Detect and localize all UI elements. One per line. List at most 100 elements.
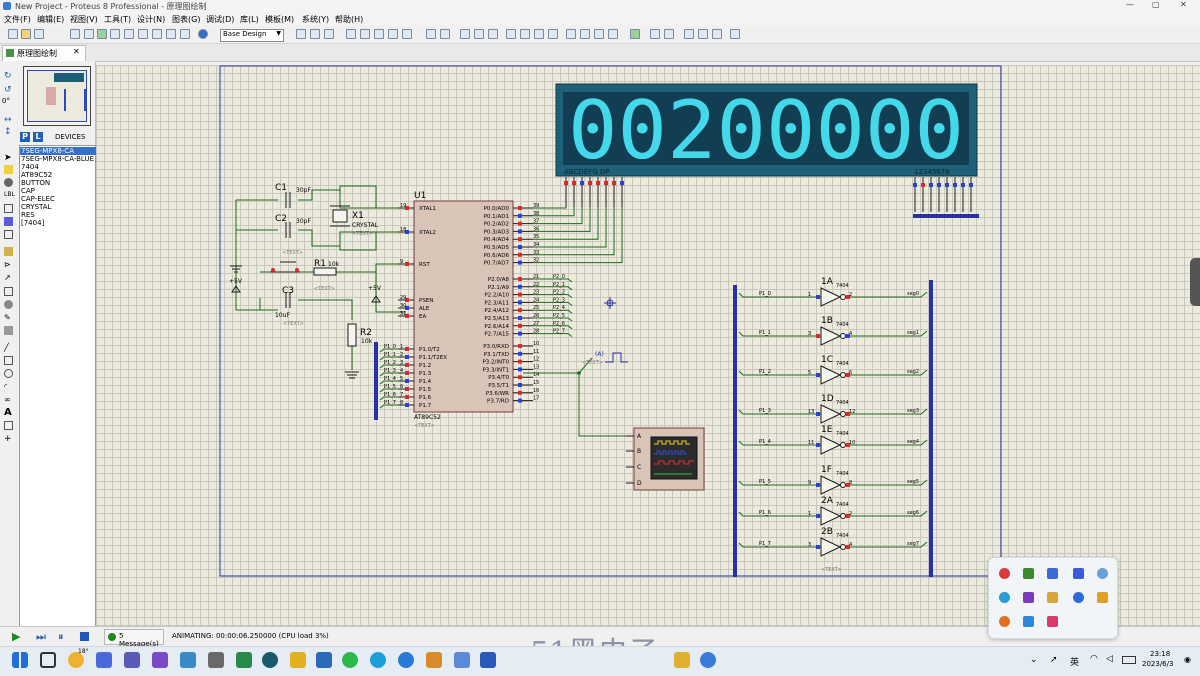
- inverter-gate[interactable]: [820, 287, 842, 307]
- bom-icon[interactable]: [124, 29, 134, 39]
- device-item[interactable]: 7404: [21, 163, 39, 171]
- capacitor-c2[interactable]: [285, 222, 291, 238]
- device-item[interactable]: 7SEG-MPX8-CA-BLUE: [21, 155, 95, 163]
- inverter-gate[interactable]: [820, 326, 842, 346]
- tape-icon[interactable]: [4, 287, 13, 296]
- sheet-icon[interactable]: [684, 29, 694, 39]
- overview-window[interactable]: [23, 66, 91, 126]
- device-item[interactable]: AT89C52: [21, 171, 53, 179]
- line-icon[interactable]: ╱: [4, 343, 9, 352]
- bus-icon[interactable]: [698, 29, 708, 39]
- menu-file[interactable]: 文件(F): [4, 15, 31, 24]
- device-item[interactable]: [7404]: [21, 219, 45, 227]
- tab-l[interactable]: L: [33, 132, 43, 142]
- property-icon[interactable]: [664, 29, 674, 39]
- zoom-all-icon[interactable]: [388, 29, 398, 39]
- app-tray-icon[interactable]: [1047, 616, 1058, 627]
- taskbar-app-10[interactable]: [398, 652, 414, 668]
- block-delete-icon[interactable]: [548, 29, 558, 39]
- junction-mode-icon[interactable]: [4, 178, 13, 187]
- taskbar-app-3[interactable]: [152, 652, 168, 668]
- copy-icon[interactable]: [474, 29, 484, 39]
- menu-graph[interactable]: 图表(G): [172, 15, 201, 24]
- menu-template[interactable]: 模板(M): [265, 15, 295, 24]
- device-item[interactable]: CAP: [21, 187, 35, 195]
- message-counter[interactable]: 5 Message(s): [104, 629, 164, 648]
- pause-icon[interactable]: ⏸: [58, 630, 64, 643]
- battery-icon[interactable]: [1122, 656, 1136, 664]
- tab-schematic[interactable]: 原理图绘制 ✕: [2, 45, 86, 61]
- play-icon[interactable]: ▶: [12, 630, 21, 643]
- clock-date[interactable]: 2023/6/3: [1142, 660, 1174, 668]
- file-explorer-icon[interactable]: [674, 652, 690, 668]
- taskbar-app-8[interactable]: [290, 652, 306, 668]
- box-icon[interactable]: [4, 356, 13, 365]
- menu-tools[interactable]: 工具(T): [104, 15, 132, 24]
- crystal-x1[interactable]: [330, 205, 350, 227]
- cut-icon[interactable]: [460, 29, 470, 39]
- tab-close-icon[interactable]: ✕: [73, 47, 80, 56]
- scroll-handle[interactable]: [1190, 258, 1200, 306]
- taskbar-app-2[interactable]: [124, 652, 140, 668]
- gerber-icon[interactable]: [138, 29, 148, 39]
- rotate-ccw-icon[interactable]: ↺: [4, 85, 12, 95]
- taskbar-app-11[interactable]: [426, 652, 442, 668]
- mirror-v-icon[interactable]: ↕: [4, 127, 12, 137]
- taskbar-app-7[interactable]: [262, 652, 278, 668]
- taskbar-app-9[interactable]: [316, 652, 332, 668]
- step-icon[interactable]: ⏭: [36, 630, 46, 643]
- microcontroller-u1[interactable]: [413, 200, 514, 413]
- report-icon[interactable]: [180, 29, 190, 39]
- text-icon[interactable]: A: [4, 407, 12, 418]
- proteus-taskbar-icon[interactable]: [700, 652, 716, 668]
- device-item[interactable]: 7SEG-MPX8-CA: [20, 147, 96, 155]
- close-icon[interactable]: ✕: [1180, 0, 1187, 9]
- search-icon[interactable]: [650, 29, 660, 39]
- symbol-icon[interactable]: [4, 421, 13, 430]
- instrument-icon[interactable]: [4, 326, 13, 335]
- packaging-icon[interactable]: [594, 29, 604, 39]
- start-icon[interactable]: [12, 652, 28, 668]
- device-item[interactable]: CAP-ELEC: [21, 195, 55, 203]
- menu-help[interactable]: 帮助(H): [335, 15, 364, 24]
- wechat-icon[interactable]: [342, 652, 358, 668]
- paste-icon[interactable]: [488, 29, 498, 39]
- network-tray-icon[interactable]: [1097, 568, 1108, 579]
- notes-icon[interactable]: [152, 29, 162, 39]
- taskbar-app-1[interactable]: [96, 652, 112, 668]
- oscilloscope[interactable]: [633, 427, 705, 491]
- subcircuit-icon[interactable]: [4, 230, 13, 239]
- pin-icon[interactable]: ⊳: [4, 260, 11, 269]
- ime-indicator[interactable]: 英: [1070, 658, 1080, 668]
- task-view-icon[interactable]: [40, 652, 56, 668]
- taskbar-app-13[interactable]: [480, 652, 496, 668]
- weather-icon[interactable]: [68, 652, 84, 668]
- resistor-r2[interactable]: [347, 323, 357, 347]
- alert-tray-icon[interactable]: [1097, 592, 1108, 603]
- terminal-icon[interactable]: [4, 247, 13, 256]
- circle-icon[interactable]: [4, 369, 13, 378]
- onenote-tray-icon[interactable]: [1023, 592, 1034, 603]
- maximize-icon[interactable]: ▢: [1152, 0, 1160, 9]
- zoom-out-icon[interactable]: [374, 29, 384, 39]
- redo-icon[interactable]: [440, 29, 450, 39]
- wire-autorouter-icon[interactable]: [630, 29, 640, 39]
- refresh-icon[interactable]: [296, 29, 306, 39]
- schematic-icon[interactable]: [84, 29, 94, 39]
- pan-icon[interactable]: [346, 29, 356, 39]
- stop-icon[interactable]: [80, 632, 89, 641]
- path-icon[interactable]: ∞: [4, 395, 11, 404]
- capacitor-c3[interactable]: [285, 292, 291, 308]
- taskbar-app-5[interactable]: [208, 652, 224, 668]
- generator-icon[interactable]: [4, 300, 13, 309]
- pen-icon[interactable]: ➚: [1050, 655, 1058, 665]
- decompose-icon[interactable]: [608, 29, 618, 39]
- taskbar-app-12[interactable]: [454, 652, 470, 668]
- search-tray-icon[interactable]: [999, 616, 1010, 627]
- menu-view[interactable]: 视图(V): [70, 15, 98, 24]
- inverter-gate[interactable]: [820, 435, 842, 455]
- make-device-icon[interactable]: [580, 29, 590, 39]
- help-icon[interactable]: [198, 29, 208, 39]
- reset-button[interactable]: [270, 261, 300, 273]
- tab-p[interactable]: P: [20, 132, 30, 142]
